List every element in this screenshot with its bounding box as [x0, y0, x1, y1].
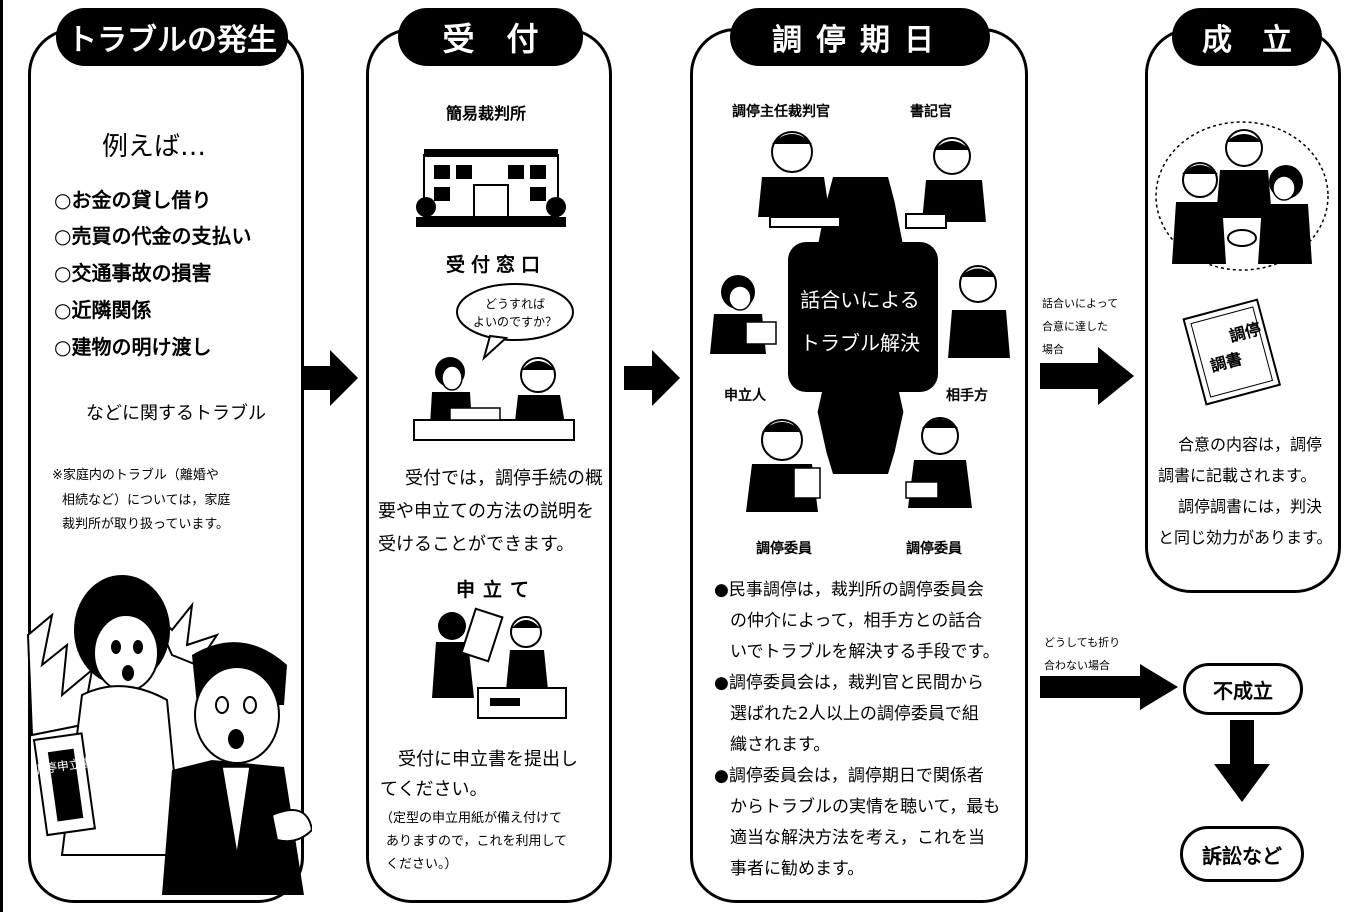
filing-text-line: 受付に申立書を提出し [398, 749, 578, 770]
panel-trouble-title: トラブルの発生 [56, 8, 288, 66]
success-desc-line: 調書に記載されます。 [1158, 466, 1317, 485]
trouble-footer: などに関するトラブル [86, 403, 266, 424]
judge-label: 調停主任裁判官 [732, 104, 830, 120]
failure-outcome: 不成立 [1183, 663, 1303, 715]
no-agreement-label-line: 合わない場合 [1044, 659, 1110, 672]
no-agreement-arrow [1040, 664, 1178, 710]
trouble-item: ○交通事故の損害 [54, 261, 212, 285]
agreement-label-line: 合意に達した [1042, 320, 1108, 333]
filing-illustration [432, 607, 567, 719]
reception-text-line: 受付では，調停手続の概 [405, 468, 603, 489]
down-arrow [1214, 720, 1270, 802]
application-document-icon: 調停申立書 [32, 732, 97, 837]
filing-label: 申立て [456, 579, 538, 601]
mediation-room-illustration: 話合いによる トラブル解決 [710, 131, 1010, 512]
reception-text-line: 受けることができます。 [378, 534, 575, 555]
trouble-item: ○建物の明け渡し [54, 335, 212, 359]
center-text-line: 話合いによる [800, 288, 919, 312]
court-building-illustration [416, 149, 566, 227]
member-label: 調停委員 [906, 541, 962, 557]
agreement-label-line: 話合いによって [1042, 297, 1119, 310]
mediation-desc-line: ●民事調停は，裁判所の調停委員会 [714, 580, 984, 600]
success-desc-line: 調停調書には，判決 [1178, 497, 1323, 516]
member-label: 調停委員 [756, 541, 812, 557]
flow-arrow-1 [302, 350, 358, 406]
mediation-desc-line: ●調停委員会は，裁判官と民間から [714, 673, 984, 693]
court-label: 簡易裁判所 [446, 104, 527, 123]
center-text-line: トラブル解決 [800, 331, 920, 355]
clerk-label: 書記官 [910, 104, 952, 120]
trouble-note-line: 相続など）については，家庭 [62, 493, 231, 508]
mediation-desc-line: 適当な解決方法を考え，これを当 [730, 828, 985, 848]
agreement-arrow [1040, 347, 1134, 405]
trouble-note-line: 裁判所が取り扱っています。 [62, 517, 230, 532]
filing-note-line: （定型の申立用紙が備え付けて [380, 811, 563, 826]
filing-text-line: てください。 [380, 779, 488, 800]
agreement-label-line: 場合 [1042, 343, 1064, 356]
no-agreement-label-line: どうしても折り [1044, 636, 1121, 649]
filing-note-line: ください。） [386, 857, 458, 872]
success-desc-line: 合意の内容は，調停 [1178, 435, 1323, 454]
success-desc-line: と同じ効力があります。 [1158, 528, 1333, 547]
mediation-desc-line: ●調停委員会は，調停期日で関係者 [714, 766, 984, 786]
mediation-desc-line: 選ばれた2人以上の調停委員で組 [730, 704, 979, 724]
handshake-illustration [1155, 121, 1329, 271]
trouble-item: ○売買の代金の支払い [54, 224, 252, 248]
reception-text-line: 要や申立ての方法の説明を [378, 501, 594, 522]
trouble-item: ○お金の貸し借り [54, 188, 212, 212]
speech-bubble-line: よいのですか？ [473, 315, 557, 329]
troubled-people-illustration: 調停申立書 [26, 575, 312, 895]
respondent-label: 相手方 [946, 388, 988, 404]
mediation-desc-line: いでトラブルを解決する手段です。 [730, 642, 1000, 662]
trouble-note-line: ※家庭内のトラブル（離婚や [52, 468, 219, 483]
panel-mediation-title: 調停期日 [730, 8, 990, 66]
mediation-record-document: 調停 調書 [1182, 298, 1282, 406]
example-heading: 例えば… [102, 132, 207, 162]
left-frame-line [0, 0, 3, 912]
mediation-desc-line: 事者に勧めます。 [730, 859, 865, 879]
applicant-label: 申立人 [724, 388, 766, 404]
lawsuit-outcome: 訴訟など [1180, 826, 1304, 882]
filing-note-line: ありますので，これを利用して [386, 834, 568, 849]
trouble-item: ○近隣関係 [54, 298, 152, 322]
panel-success-title: 成 立 [1172, 8, 1322, 66]
mediation-desc-line: からトラブルの実情を聴いて，最も [730, 797, 1001, 817]
speech-bubble-line: どうすれば [485, 297, 545, 311]
mediation-desc-line: の仲介によって，相手方との話合 [730, 611, 983, 631]
panel-reception-title: 受 付 [398, 8, 583, 66]
mediation-desc-line: 織されます。 [730, 735, 831, 755]
flow-arrow-2 [624, 350, 680, 406]
window-label: 受付窓口 [446, 254, 547, 276]
reception-counter-illustration: どうすれば よいのですか？ [413, 283, 575, 441]
